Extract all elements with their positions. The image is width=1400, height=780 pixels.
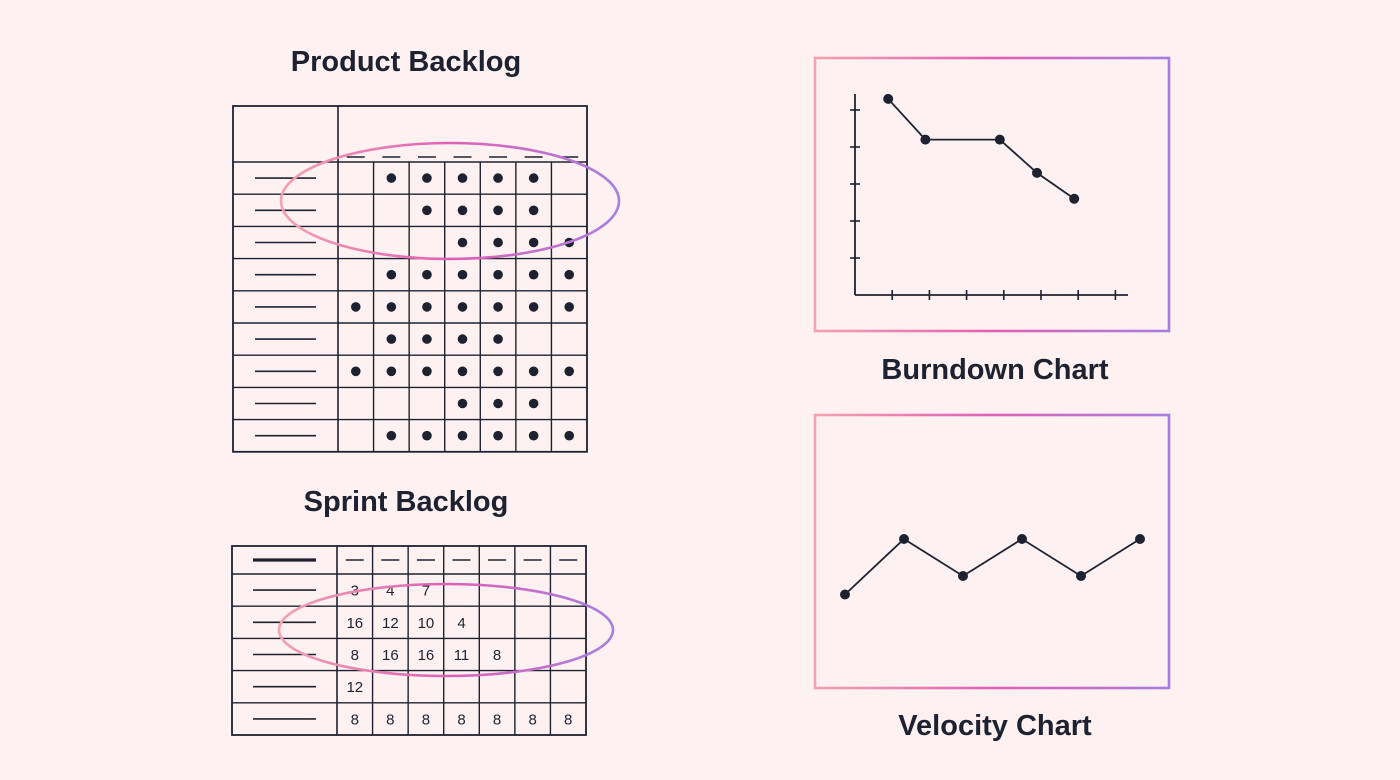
backlog-dot <box>528 430 539 441</box>
backlog-dot <box>386 334 397 344</box>
task-hours-value: 4 <box>386 583 394 600</box>
velocity-point <box>840 589 850 600</box>
backlog-dot <box>528 269 539 280</box>
backlog-dot <box>528 398 539 409</box>
backlog-dot <box>422 302 432 312</box>
backlog-dot <box>422 205 432 216</box>
task-hours-value: 8 <box>386 711 394 728</box>
backlog-dot <box>386 430 397 441</box>
backlog-dot <box>422 430 432 441</box>
backlog-dot <box>422 366 432 377</box>
task-hours-value: 16 <box>346 615 363 632</box>
velocity-point <box>899 534 909 544</box>
velocity-point <box>1076 571 1086 581</box>
backlog-dot <box>493 269 503 280</box>
task-hours-value: 8 <box>493 711 501 728</box>
backlog-dot <box>493 430 503 441</box>
backlog-dot <box>457 398 468 409</box>
task-hours-value: 8 <box>493 647 501 664</box>
task-hours-value: 8 <box>351 647 359 664</box>
task-hours-value: 10 <box>418 615 435 632</box>
burndown-chart <box>813 56 1171 333</box>
highlight-overlays <box>277 141 621 678</box>
product-highlight-ellipse <box>279 141 621 261</box>
task-hours-value: 16 <box>382 647 399 664</box>
task-hours-value: 8 <box>351 711 359 728</box>
backlog-dot <box>457 173 468 183</box>
task-hours-value: 8 <box>564 711 572 728</box>
backlog-dot <box>493 237 503 248</box>
product-backlog-title: Product Backlog <box>290 46 522 78</box>
task-hours-value: 7 <box>422 583 430 600</box>
backlog-dot <box>528 366 539 377</box>
backlog-dot <box>457 302 468 312</box>
task-hours-value: 12 <box>346 679 363 696</box>
backlog-dot <box>564 302 575 312</box>
sprint-highlight-ellipse <box>277 582 615 678</box>
backlog-dot <box>386 269 397 280</box>
backlog-dot <box>493 173 503 183</box>
task-hours-value: 12 <box>382 615 399 632</box>
velocity-point <box>1135 534 1145 544</box>
backlog-dot <box>457 334 468 344</box>
backlog-dot <box>386 302 397 312</box>
backlog-dot <box>422 334 432 344</box>
sprint-backlog-title: Sprint Backlog <box>303 486 509 518</box>
backlog-dot <box>422 173 432 183</box>
burndown-point <box>994 134 1005 145</box>
backlog-dot <box>386 366 397 377</box>
velocity-point <box>958 571 968 581</box>
task-hours-value: 8 <box>422 711 430 728</box>
burndown-point <box>883 93 894 104</box>
backlog-dot <box>493 302 503 312</box>
backlog-dot <box>493 205 503 216</box>
velocity-point <box>1017 534 1027 544</box>
burndown-point <box>920 134 931 145</box>
backlog-dot <box>422 269 432 280</box>
task-hours-value: 11 <box>454 647 470 664</box>
backlog-dot <box>350 302 361 312</box>
backlog-dot <box>528 237 539 248</box>
backlog-dot <box>386 173 397 183</box>
backlog-dot <box>493 366 503 377</box>
velocity-chart-frame <box>813 413 1171 690</box>
product-grid-frame <box>232 105 588 453</box>
backlog-dot <box>350 366 361 377</box>
task-hours-value: 8 <box>528 711 536 728</box>
backlog-dot <box>457 269 468 280</box>
velocity-line <box>844 537 1141 596</box>
burndown-chart-title: Burndown Chart <box>881 354 1109 386</box>
backlog-dot <box>564 269 575 280</box>
sprint-grid-frame <box>231 545 587 736</box>
backlog-dot <box>564 430 575 441</box>
burndown-point <box>1069 193 1080 204</box>
backlog-dot <box>528 173 539 183</box>
backlog-dot <box>457 366 468 377</box>
task-hours-value: 8 <box>457 711 465 728</box>
backlog-dot <box>457 205 468 216</box>
burndown-line <box>887 98 1075 200</box>
backlog-dot <box>528 205 539 216</box>
burndown-point <box>1032 167 1042 178</box>
velocity-chart-title: Velocity Chart <box>898 710 1092 742</box>
task-hours-value: 16 <box>418 647 435 664</box>
backlog-dot <box>528 302 539 312</box>
backlog-dot <box>457 430 468 441</box>
backlog-dot <box>493 398 503 409</box>
product-backlog-grid <box>232 105 588 453</box>
burndown-chart-frame <box>813 56 1171 333</box>
backlog-dot <box>564 366 575 377</box>
task-hours-value: 4 <box>457 615 465 632</box>
velocity-chart <box>813 413 1171 690</box>
backlog-dot <box>457 237 468 248</box>
backlog-dot <box>493 334 503 344</box>
